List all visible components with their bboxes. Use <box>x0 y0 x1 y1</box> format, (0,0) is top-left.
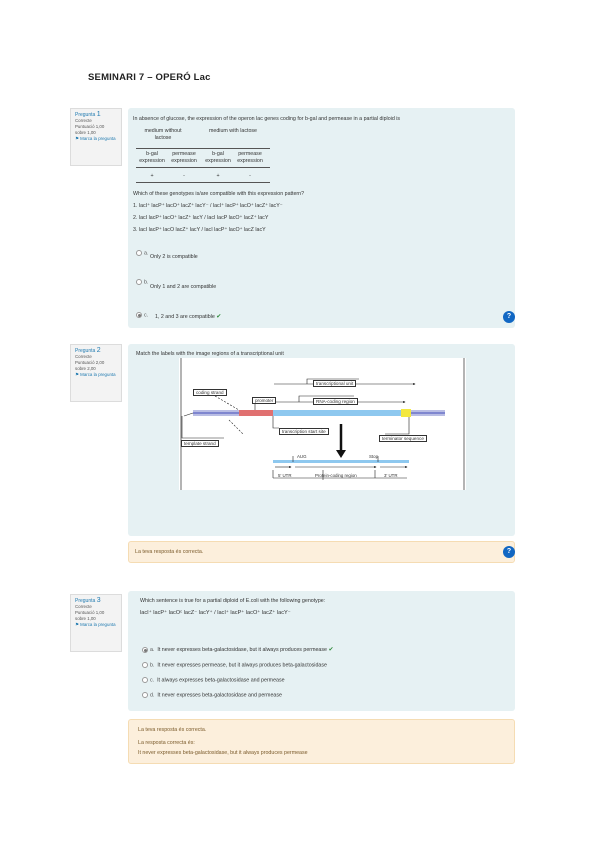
genotype-line: 3. lacI lacP⁺ lacO lacZ⁺ lacY / lacI lac… <box>133 227 266 233</box>
diagram-label-rna-coding-region: RNA-coding region <box>313 398 358 405</box>
help-icon[interactable]: ? <box>503 311 515 323</box>
genotype-line: 2. lacI lacP⁺ lacO⁺ lacZ⁺ lacY / lacI la… <box>133 215 269 221</box>
table-divider <box>136 182 270 183</box>
column-header: medium with lactose <box>209 128 257 134</box>
diagram-svg <box>180 358 465 490</box>
flag-question-link[interactable]: ⚑ Marca la pregunta <box>75 372 116 377</box>
correct-answer-label: La resposta correcta és: <box>138 740 195 746</box>
table-subheader: b-gal expression <box>139 151 165 164</box>
check-icon: ✔ <box>328 647 334 653</box>
feedback-box-3: La teva resposta és correcta. La respost… <box>128 719 515 764</box>
question-score: Puntuació 2,00 <box>75 360 105 365</box>
transcription-unit-diagram: coding strand promoter transcriptional u… <box>179 358 466 490</box>
diagram-label-3utr: 3' UTR <box>384 473 398 478</box>
question-text: Match the labels with the image regions … <box>136 351 284 357</box>
answer-option-text: 1, 2 and 3 are compatible ✔ <box>155 314 222 320</box>
question-number-label: Pregunta 3 <box>75 597 101 604</box>
diagram-label-transcription-start: transcription start site <box>279 428 329 435</box>
answer-option-selected[interactable]: a. It never expresses beta-galactosidase… <box>142 646 333 653</box>
diagram-label-stop: Stop <box>369 454 379 459</box>
diagram-label-template-strand: template strand <box>181 440 219 447</box>
diagram-label-coding-strand: coding strand <box>193 389 227 396</box>
radio-button[interactable] <box>142 662 148 668</box>
table-subheader: permease expression <box>171 151 197 164</box>
answer-option[interactable]: d. It never expresses beta-galactosidase… <box>142 692 282 698</box>
diagram-label-transcriptional-unit: transcriptional unit <box>313 380 357 387</box>
help-icon[interactable]: ? <box>503 546 515 558</box>
table-divider <box>136 148 270 149</box>
question-status: Correcte <box>75 604 92 609</box>
question-score: Puntuació 1,00 <box>75 610 105 615</box>
question-number-label: Pregunta 2 <box>75 347 101 354</box>
question-number-label: Pregunta 1 <box>75 111 101 118</box>
table-subheader: permease expression <box>237 151 263 164</box>
flag-question-link[interactable]: ⚑ Marca la pregunta <box>75 136 116 141</box>
radio-button[interactable] <box>136 250 142 256</box>
question-info-3: Pregunta 3 Correcte Puntuació 1,00 sobre… <box>70 594 122 652</box>
question-text: In absence of glucose, the expression of… <box>133 116 401 122</box>
question-info-1: Pregunta 1 Correcte Puntuació 1,00 sobre… <box>70 108 122 166</box>
question-score-max: sobre 1,00 <box>75 130 96 135</box>
table-cell: - <box>183 173 185 179</box>
question-status: Correcte <box>75 118 92 123</box>
check-icon: ✔ <box>216 314 222 320</box>
answer-option[interactable]: b. It never expresses permease, but it a… <box>142 662 327 668</box>
question-score-max: sobre 1,00 <box>75 616 96 621</box>
feedback-box-2: La teva resposta és correcta. <box>128 541 515 563</box>
answer-option-selected[interactable]: c. <box>136 312 148 318</box>
answer-option[interactable]: b. <box>136 279 148 285</box>
column-header: medium without lactose <box>144 128 182 141</box>
feedback-text: La teva resposta és correcta. <box>138 727 207 733</box>
table-cell: + <box>216 173 220 179</box>
feedback-text: La teva resposta és correcta. <box>135 549 204 555</box>
page-title: SEMINARI 7 – OPERÓ Lac <box>88 72 211 83</box>
answer-option-text: Only 2 is compatible <box>150 254 198 260</box>
answer-option-text: Only 1 and 2 are compatible <box>150 284 217 290</box>
question-score: Puntuació 1,00 <box>75 124 105 129</box>
question-score-max: sobre 2,00 <box>75 366 96 371</box>
radio-button[interactable] <box>136 279 142 285</box>
diagram-label-aug: AUG <box>297 454 307 459</box>
table-cell: + <box>150 173 154 179</box>
question-info-2: Pregunta 2 Correcte Puntuació 2,00 sobre… <box>70 344 122 402</box>
diagram-label-terminator: terminator sequence <box>379 435 427 442</box>
flag-question-link[interactable]: ⚑ Marca la pregunta <box>75 622 116 627</box>
question-text: Which sentence is true for a partial dip… <box>140 598 326 604</box>
radio-button[interactable] <box>142 677 148 683</box>
diagram-label-promoter: promoter <box>252 397 277 404</box>
question-1-content: In absence of glucose, the expression of… <box>128 108 515 328</box>
genotype-line: lacI⁺ lacP⁺ lacOᶜ lacZ⁻ lacY⁺ / lacI⁺ la… <box>140 610 291 616</box>
radio-button[interactable] <box>136 312 142 318</box>
answer-option[interactable]: c. It always expresses beta-galactosidas… <box>142 677 285 683</box>
table-subheader: b-gal expression <box>205 151 231 164</box>
diagram-label-5utr: 5' UTR <box>278 473 292 478</box>
question-status: Correcte <box>75 354 92 359</box>
table-cell: - <box>249 173 251 179</box>
question-prompt: Which of these genotypes is/are compatib… <box>133 191 305 197</box>
answer-option[interactable]: a. <box>136 250 148 256</box>
correct-answer-text: It never expresses beta-galactosidase, b… <box>138 750 308 756</box>
radio-button[interactable] <box>142 692 148 698</box>
question-3-content: Which sentence is true for a partial dip… <box>128 591 515 711</box>
table-divider <box>136 167 270 168</box>
radio-button[interactable] <box>142 646 148 653</box>
genotype-line: 1. lacI⁺ lacP⁺ lacO⁺ lacZ⁺ lacY⁻ / lacI⁺… <box>133 203 283 209</box>
diagram-label-protein-region: Protein-coding region <box>315 473 357 478</box>
